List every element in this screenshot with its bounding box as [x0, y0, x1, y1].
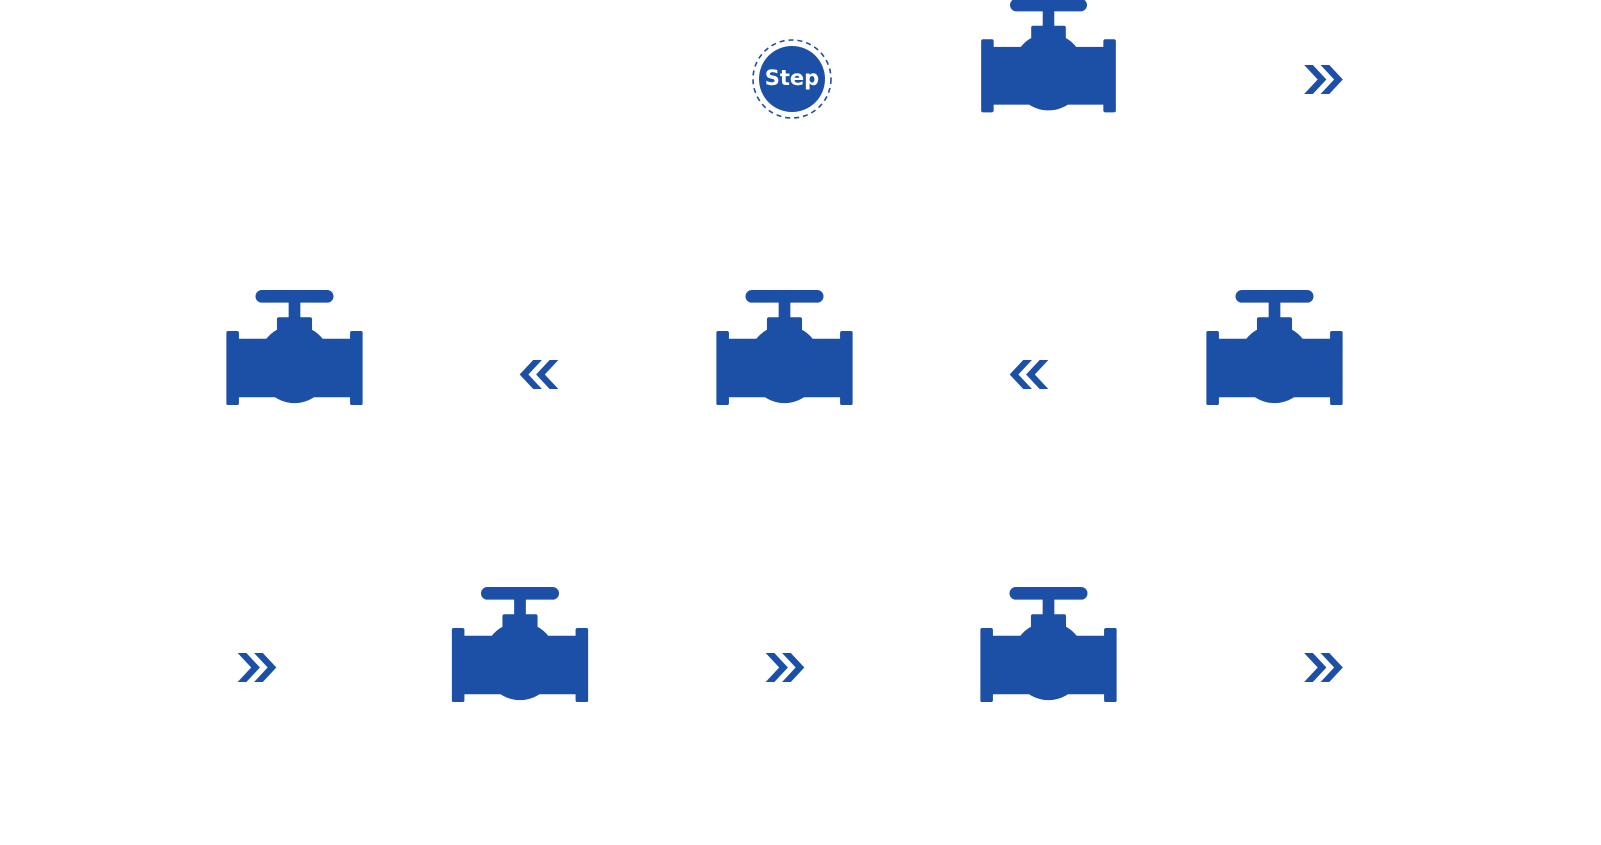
- step-badge: Step: [751, 38, 833, 120]
- double-chevron-left-icon: [519, 360, 559, 389]
- step-badge-label: Step: [764, 66, 820, 90]
- valve-icon: [716, 290, 853, 407]
- double-chevron-right-icon: [765, 653, 805, 682]
- double-chevron-right-icon: [237, 653, 277, 682]
- double-chevron-right-icon: [1304, 65, 1343, 94]
- valve-icon: [1206, 290, 1343, 407]
- valve-icon: [226, 290, 363, 407]
- valve-icon: [451, 587, 589, 704]
- valve-icon: [980, 587, 1117, 704]
- double-chevron-right-icon: [1304, 653, 1343, 682]
- double-chevron-left-icon: [1009, 360, 1049, 389]
- valve-icon: [980, 0, 1117, 117]
